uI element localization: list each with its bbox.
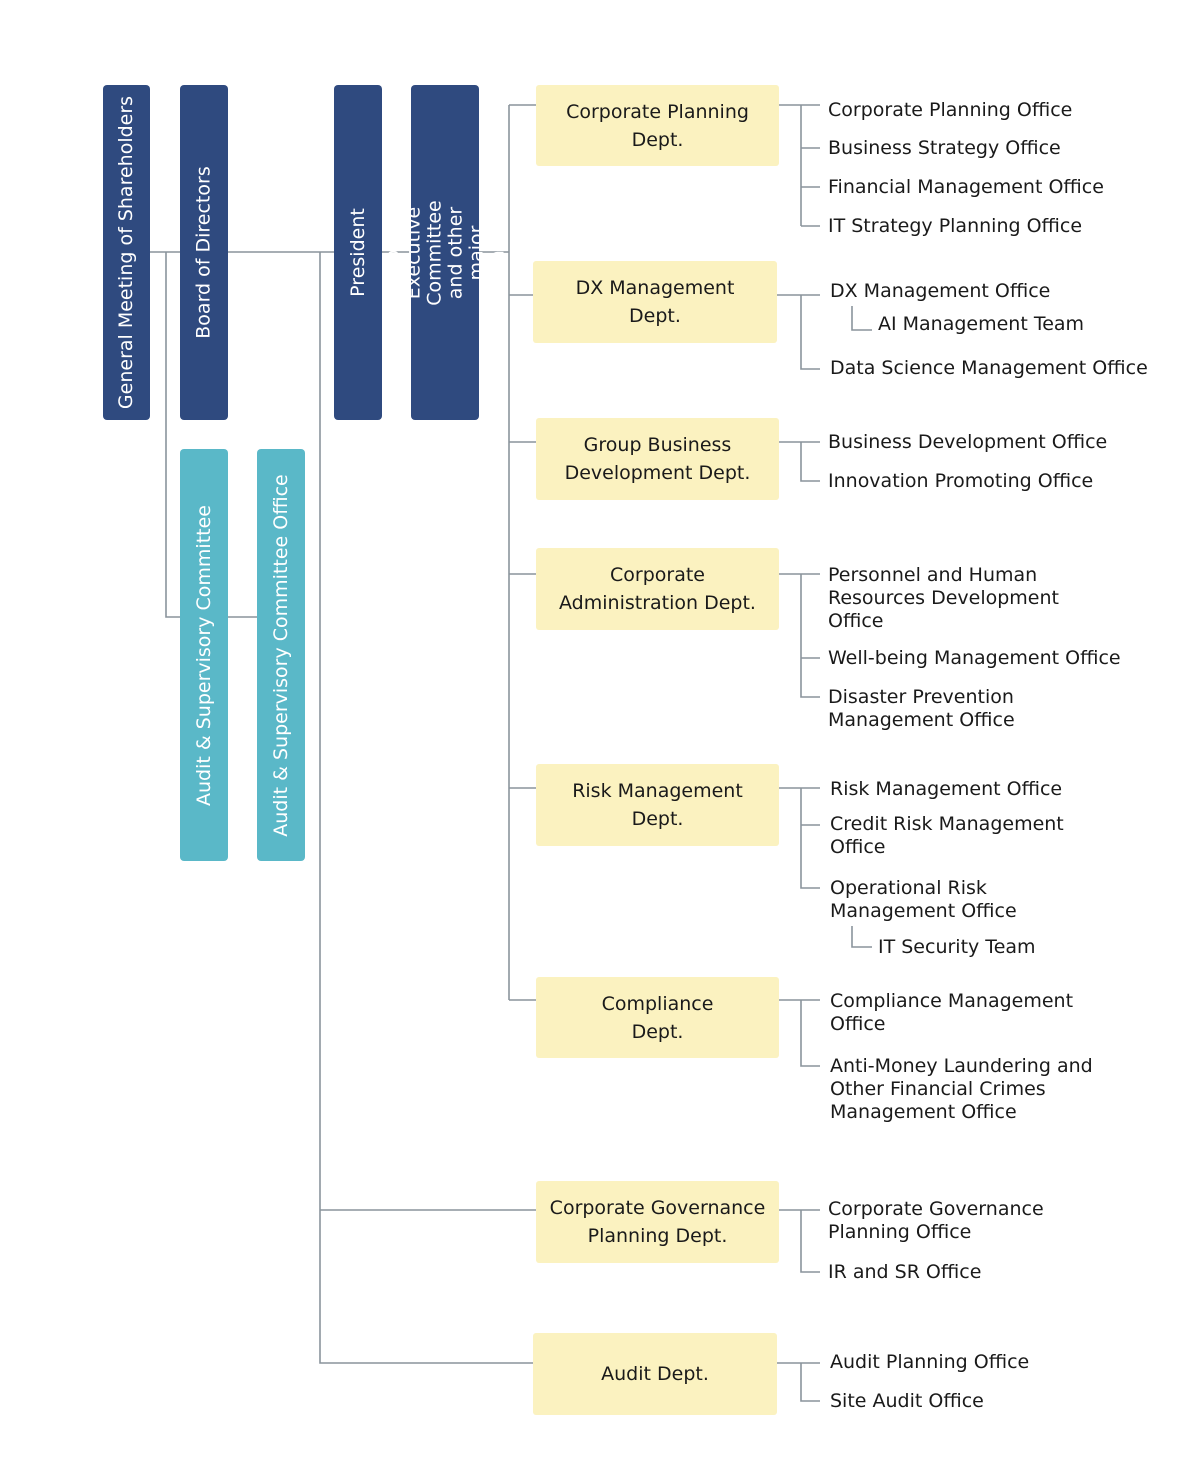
- board-label: Board of Directors: [192, 166, 215, 339]
- office-innovation-promoting: Innovation Promoting Office: [828, 470, 1094, 492]
- team-it-security: IT Security Team: [878, 936, 1036, 958]
- dept-corporate-planning: Corporate Planning Dept.: [536, 85, 779, 166]
- office-audit-planning: Audit Planning Office: [830, 1351, 1030, 1373]
- office-ir-and-sr: IR and SR Office: [828, 1261, 982, 1283]
- shareholders-box: General Meeting of Shareholders: [103, 85, 150, 420]
- audit-committee-label: Audit & Supervisory Committee: [192, 504, 215, 806]
- office-personnel-hr-development: Personnel and Human Resources Developmen…: [828, 564, 1059, 632]
- office-business-development: Business Development Office: [828, 431, 1108, 453]
- audit-committee-box: Audit & Supervisory Committee: [180, 449, 228, 861]
- office-credit-risk-management: Credit Risk Management Office: [830, 813, 1064, 858]
- audit-committee-office-box: Audit & Supervisory Committee Office: [257, 449, 305, 861]
- shareholders-label: General Meeting of Shareholders: [115, 95, 137, 410]
- dept-dx-management: DX Management Dept.: [533, 261, 777, 343]
- president-label: President: [346, 208, 369, 297]
- president-box: President: [334, 85, 382, 420]
- executive-committee-box: Group-wide Executive Committee and other…: [381, 85, 508, 420]
- office-operational-risk-management: Operational Risk Management Office: [830, 877, 1017, 922]
- office-corporate-governance-planning: Corporate Governance Planning Office: [828, 1198, 1044, 1243]
- dept-compliance: Compliance Dept.: [536, 977, 779, 1058]
- audit-committee-office-label: Audit & Supervisory Committee Office: [269, 473, 292, 837]
- office-disaster-prevention: Disaster Prevention Management Office: [828, 686, 1015, 731]
- office-corporate-planning: Corporate Planning Office: [828, 99, 1073, 121]
- dept-group-business-development: Group Business Development Dept.: [536, 418, 779, 500]
- dept-risk-management: Risk Management Dept.: [536, 764, 779, 846]
- office-site-audit: Site Audit Office: [830, 1390, 984, 1412]
- office-financial-management: Financial Management Office: [828, 176, 1104, 198]
- office-compliance-management: Compliance Management Office: [830, 990, 1074, 1035]
- dept-corporate-governance-planning: Corporate Governance Planning Dept.: [536, 1181, 779, 1263]
- dept-corporate-administration: Corporate Administration Dept.: [536, 548, 779, 630]
- office-risk-management: Risk Management Office: [830, 778, 1063, 800]
- office-dx-management: DX Management Office: [830, 280, 1051, 302]
- office-anti-money-laundering: Anti-Money Laundering and Other Financia…: [830, 1055, 1093, 1123]
- office-well-being-management: Well-being Management Office: [828, 647, 1121, 669]
- office-it-strategy-planning: IT Strategy Planning Office: [828, 215, 1083, 237]
- board-box: Board of Directors: [180, 85, 228, 420]
- team-ai-management: AI Management Team: [878, 313, 1085, 335]
- dept-audit: Audit Dept.: [533, 1333, 777, 1415]
- executive-committee-label: Group-wide Executive Committee and other…: [381, 196, 509, 309]
- office-business-strategy: Business Strategy Office: [828, 137, 1061, 159]
- office-data-science-management: Data Science Management Office: [830, 357, 1148, 379]
